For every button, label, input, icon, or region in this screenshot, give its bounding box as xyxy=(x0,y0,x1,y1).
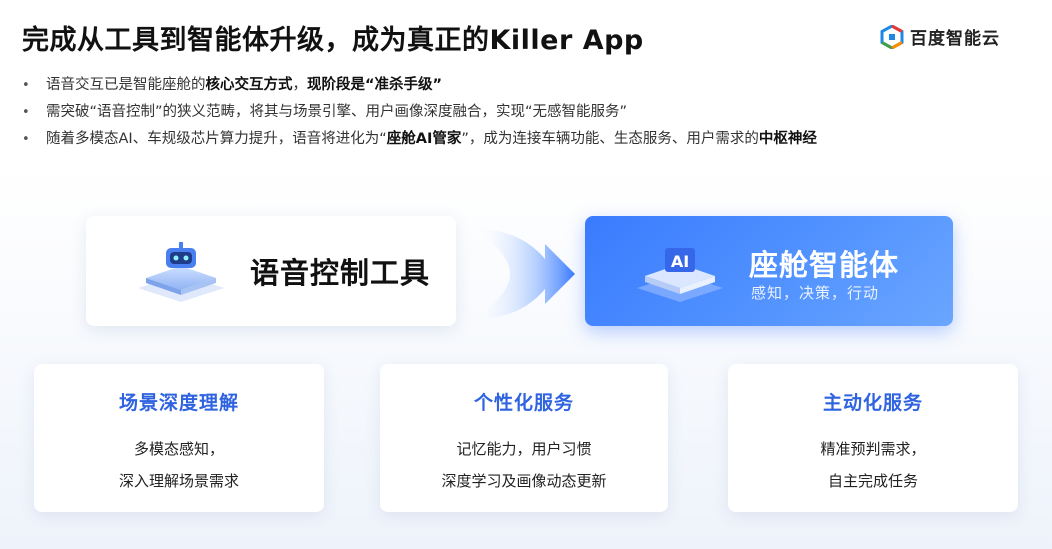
feature-title: 个性化服务 xyxy=(473,392,574,414)
feature-line: 深度学习及画像动态更新 xyxy=(441,472,607,490)
robot-chip-icon xyxy=(138,242,224,302)
feature-card-proactive-service: 主动化服务 精准预判需求， 自主完成任务 xyxy=(728,364,1018,512)
feature-line: 记忆能力，用户习惯 xyxy=(456,440,592,458)
feature-card-scene-understanding: 场景深度理解 多模态感知， 深入理解场景需求 xyxy=(34,364,324,512)
feature-line: 精准预判需求， xyxy=(820,440,926,458)
feature-line: 自主完成任务 xyxy=(827,472,918,490)
feature-line: 深入理解场景需求 xyxy=(118,472,239,490)
bullet-text: 需突破“语音控制”的狭义范畴，将其与场景引擎、用户画像深度融合，实现“无感智能服… xyxy=(46,104,628,120)
bullet-list: • 语音交互已是智能座舱的核心交互方式，现阶段是“准杀手级” • 需突破“语音控… xyxy=(22,72,1042,153)
baidu-cloud-logo: 百度智能云 xyxy=(880,24,1000,49)
feature-title: 主动化服务 xyxy=(822,392,923,414)
bullet-dot: • xyxy=(22,105,30,120)
logo-text: 百度智能云 xyxy=(910,29,1000,49)
agent-card-subtitle: 感知，决策，行动 xyxy=(751,284,880,302)
transition-arrow-icon xyxy=(475,229,575,319)
bullet-item: • 随着多模态AI、车规级芯片算力提升，语音将进化为“座舱AI管家”，成为连接车… xyxy=(22,126,1042,153)
bullet-dot: • xyxy=(22,78,30,93)
page-title: 完成从工具到智能体升级，成为真正的Killer App xyxy=(22,25,644,56)
baidu-cloud-logo-icon xyxy=(880,24,904,49)
ai-chip-icon: AI xyxy=(637,248,723,302)
voice-control-tool-card: 语音控制工具 xyxy=(86,216,456,326)
feature-card-personalized-service: 个性化服务 记忆能力，用户习惯 深度学习及画像动态更新 xyxy=(380,364,668,512)
bullet-text: 语音交互已是智能座舱的核心交互方式，现阶段是“准杀手级” xyxy=(46,77,443,93)
bullet-item: • 语音交互已是智能座舱的核心交互方式，现阶段是“准杀手级” xyxy=(22,72,1042,99)
agent-card-title: 座舱智能体 xyxy=(749,248,900,282)
bullet-item: • 需突破“语音控制”的狭义范畴，将其与场景引擎、用户画像深度融合，实现“无感智… xyxy=(22,99,1042,126)
bullet-dot: • xyxy=(22,132,30,147)
cockpit-agent-card: AI 座舱智能体 感知，决策，行动 xyxy=(585,216,953,326)
ai-chip-label: AI xyxy=(671,252,689,271)
feature-title: 场景深度理解 xyxy=(118,392,239,414)
bullet-text: 随着多模态AI、车规级芯片算力提升，语音将进化为“座舱AI管家”，成为连接车辆功… xyxy=(46,131,817,147)
tool-card-title: 语音控制工具 xyxy=(250,256,431,290)
feature-line: 多模态感知， xyxy=(133,440,224,458)
